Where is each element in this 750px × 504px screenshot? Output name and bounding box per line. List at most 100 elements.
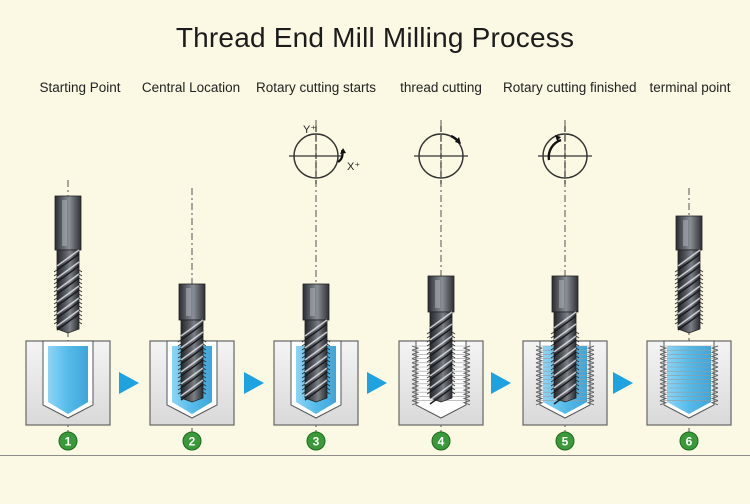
cutter-tooth — [426, 343, 431, 347]
flute-groove — [429, 387, 453, 405]
cutter-tooth — [78, 285, 83, 289]
cutter-tooth — [451, 367, 456, 371]
step-arrow-4 — [491, 372, 511, 394]
end-mill-tool — [550, 275, 580, 405]
cutter-tooth — [202, 375, 207, 379]
thread-tooth — [659, 379, 668, 385]
cutter-tooth — [699, 289, 704, 293]
step-badge-circle — [182, 431, 202, 451]
cutter-tooth — [575, 383, 580, 387]
flute-helix — [429, 335, 453, 353]
flute-helix — [56, 309, 80, 327]
cutter-tooth — [426, 391, 431, 395]
step-label-3: Rotary cutting starts — [255, 80, 377, 95]
cutter-tooth — [202, 379, 207, 383]
flute-helix — [429, 347, 453, 365]
flute-groove — [553, 351, 577, 369]
flute-helix — [56, 261, 80, 279]
cutter-tooth — [426, 331, 431, 335]
cutter-tooth — [301, 339, 306, 343]
thread-tooth — [462, 379, 471, 385]
cutter-tooth — [326, 367, 331, 371]
cutter-tooth — [550, 355, 555, 359]
thread-tooth — [586, 353, 595, 360]
cutter-tooth — [550, 351, 555, 355]
step-number: 6 — [686, 435, 693, 449]
thread-tooth — [411, 353, 420, 360]
thread-tooth — [462, 345, 471, 351]
thread-tooth — [535, 366, 544, 372]
thread-tooth — [535, 374, 544, 381]
flute-helix — [429, 371, 453, 389]
cutter-tooth — [301, 363, 306, 367]
step-label-4: thread cutting — [400, 80, 482, 95]
flute-helix — [56, 273, 80, 291]
cutter-tooth — [326, 351, 331, 355]
cutter-tooth — [699, 297, 704, 301]
y-axis-label: Y⁺ — [303, 124, 316, 136]
cutter-tooth — [326, 391, 331, 395]
tool-path-finish-icon — [538, 126, 592, 184]
cutter-tooth — [177, 379, 182, 383]
flute-groove — [429, 363, 453, 381]
step-badge-4: 4 — [431, 431, 451, 451]
thread-tooth — [462, 391, 471, 397]
cutter-tooth — [575, 371, 580, 375]
thread-tooth — [535, 379, 544, 385]
step-badge-circle — [58, 431, 78, 451]
step-badge-5: 5 — [555, 431, 575, 451]
cutter-tooth — [301, 383, 306, 387]
thread-tooth — [411, 387, 420, 393]
cutter-tooth — [78, 317, 83, 321]
thread-tooth — [710, 358, 719, 364]
flute-helix — [677, 309, 701, 327]
step-number: 4 — [438, 435, 445, 449]
rotation-arrow — [547, 138, 562, 161]
cutter-tooth — [301, 387, 306, 391]
cutter-tooth — [550, 339, 555, 343]
flute-groove — [553, 387, 577, 405]
cutter-tooth — [575, 355, 580, 359]
thread-tooth — [586, 358, 595, 364]
thread-tooth — [710, 345, 719, 351]
thread-tooth — [411, 362, 420, 368]
thread-tooth — [535, 370, 544, 376]
cutter-tooth — [53, 313, 58, 317]
cutter-tooth — [326, 379, 331, 383]
cutter-tooth — [301, 371, 306, 375]
thread-tooth — [710, 349, 719, 355]
thread-tooth — [535, 400, 544, 406]
flute-helix — [56, 285, 80, 303]
shank-highlight — [62, 200, 67, 246]
arrow-head — [340, 148, 346, 154]
bottom-divider — [0, 455, 750, 456]
flute-groove — [304, 335, 328, 353]
cutter-tooth — [451, 375, 456, 379]
cutter-tooth — [575, 363, 580, 367]
cutter-tooth — [575, 335, 580, 339]
flute-groove — [677, 253, 701, 271]
cutter-tooth — [301, 347, 306, 351]
cutter-tooth — [674, 309, 679, 313]
cutter-tooth — [699, 281, 704, 285]
step-badge-circle — [431, 431, 451, 451]
flute-helix — [180, 331, 204, 349]
cutter-tooth — [177, 367, 182, 371]
step-badge-circle — [679, 431, 699, 451]
thread-tooth — [411, 374, 420, 381]
cutter-tooth — [177, 391, 182, 395]
shank-highlight — [559, 280, 564, 308]
thread-tooth — [710, 391, 719, 397]
cutter-tooth — [699, 313, 704, 317]
cutter-tooth — [202, 367, 207, 371]
cutter-tooth — [53, 297, 58, 301]
flute-groove — [304, 323, 328, 341]
cutter-tooth — [177, 383, 182, 387]
x-axis-label: X⁺ — [347, 161, 360, 173]
cutter-tooth — [177, 363, 182, 367]
cutter-tooth — [550, 367, 555, 371]
cutter-tooth — [202, 359, 207, 363]
thread-tooth — [462, 383, 471, 389]
cutter-tooth — [699, 301, 704, 305]
thread-tooth — [462, 370, 471, 376]
